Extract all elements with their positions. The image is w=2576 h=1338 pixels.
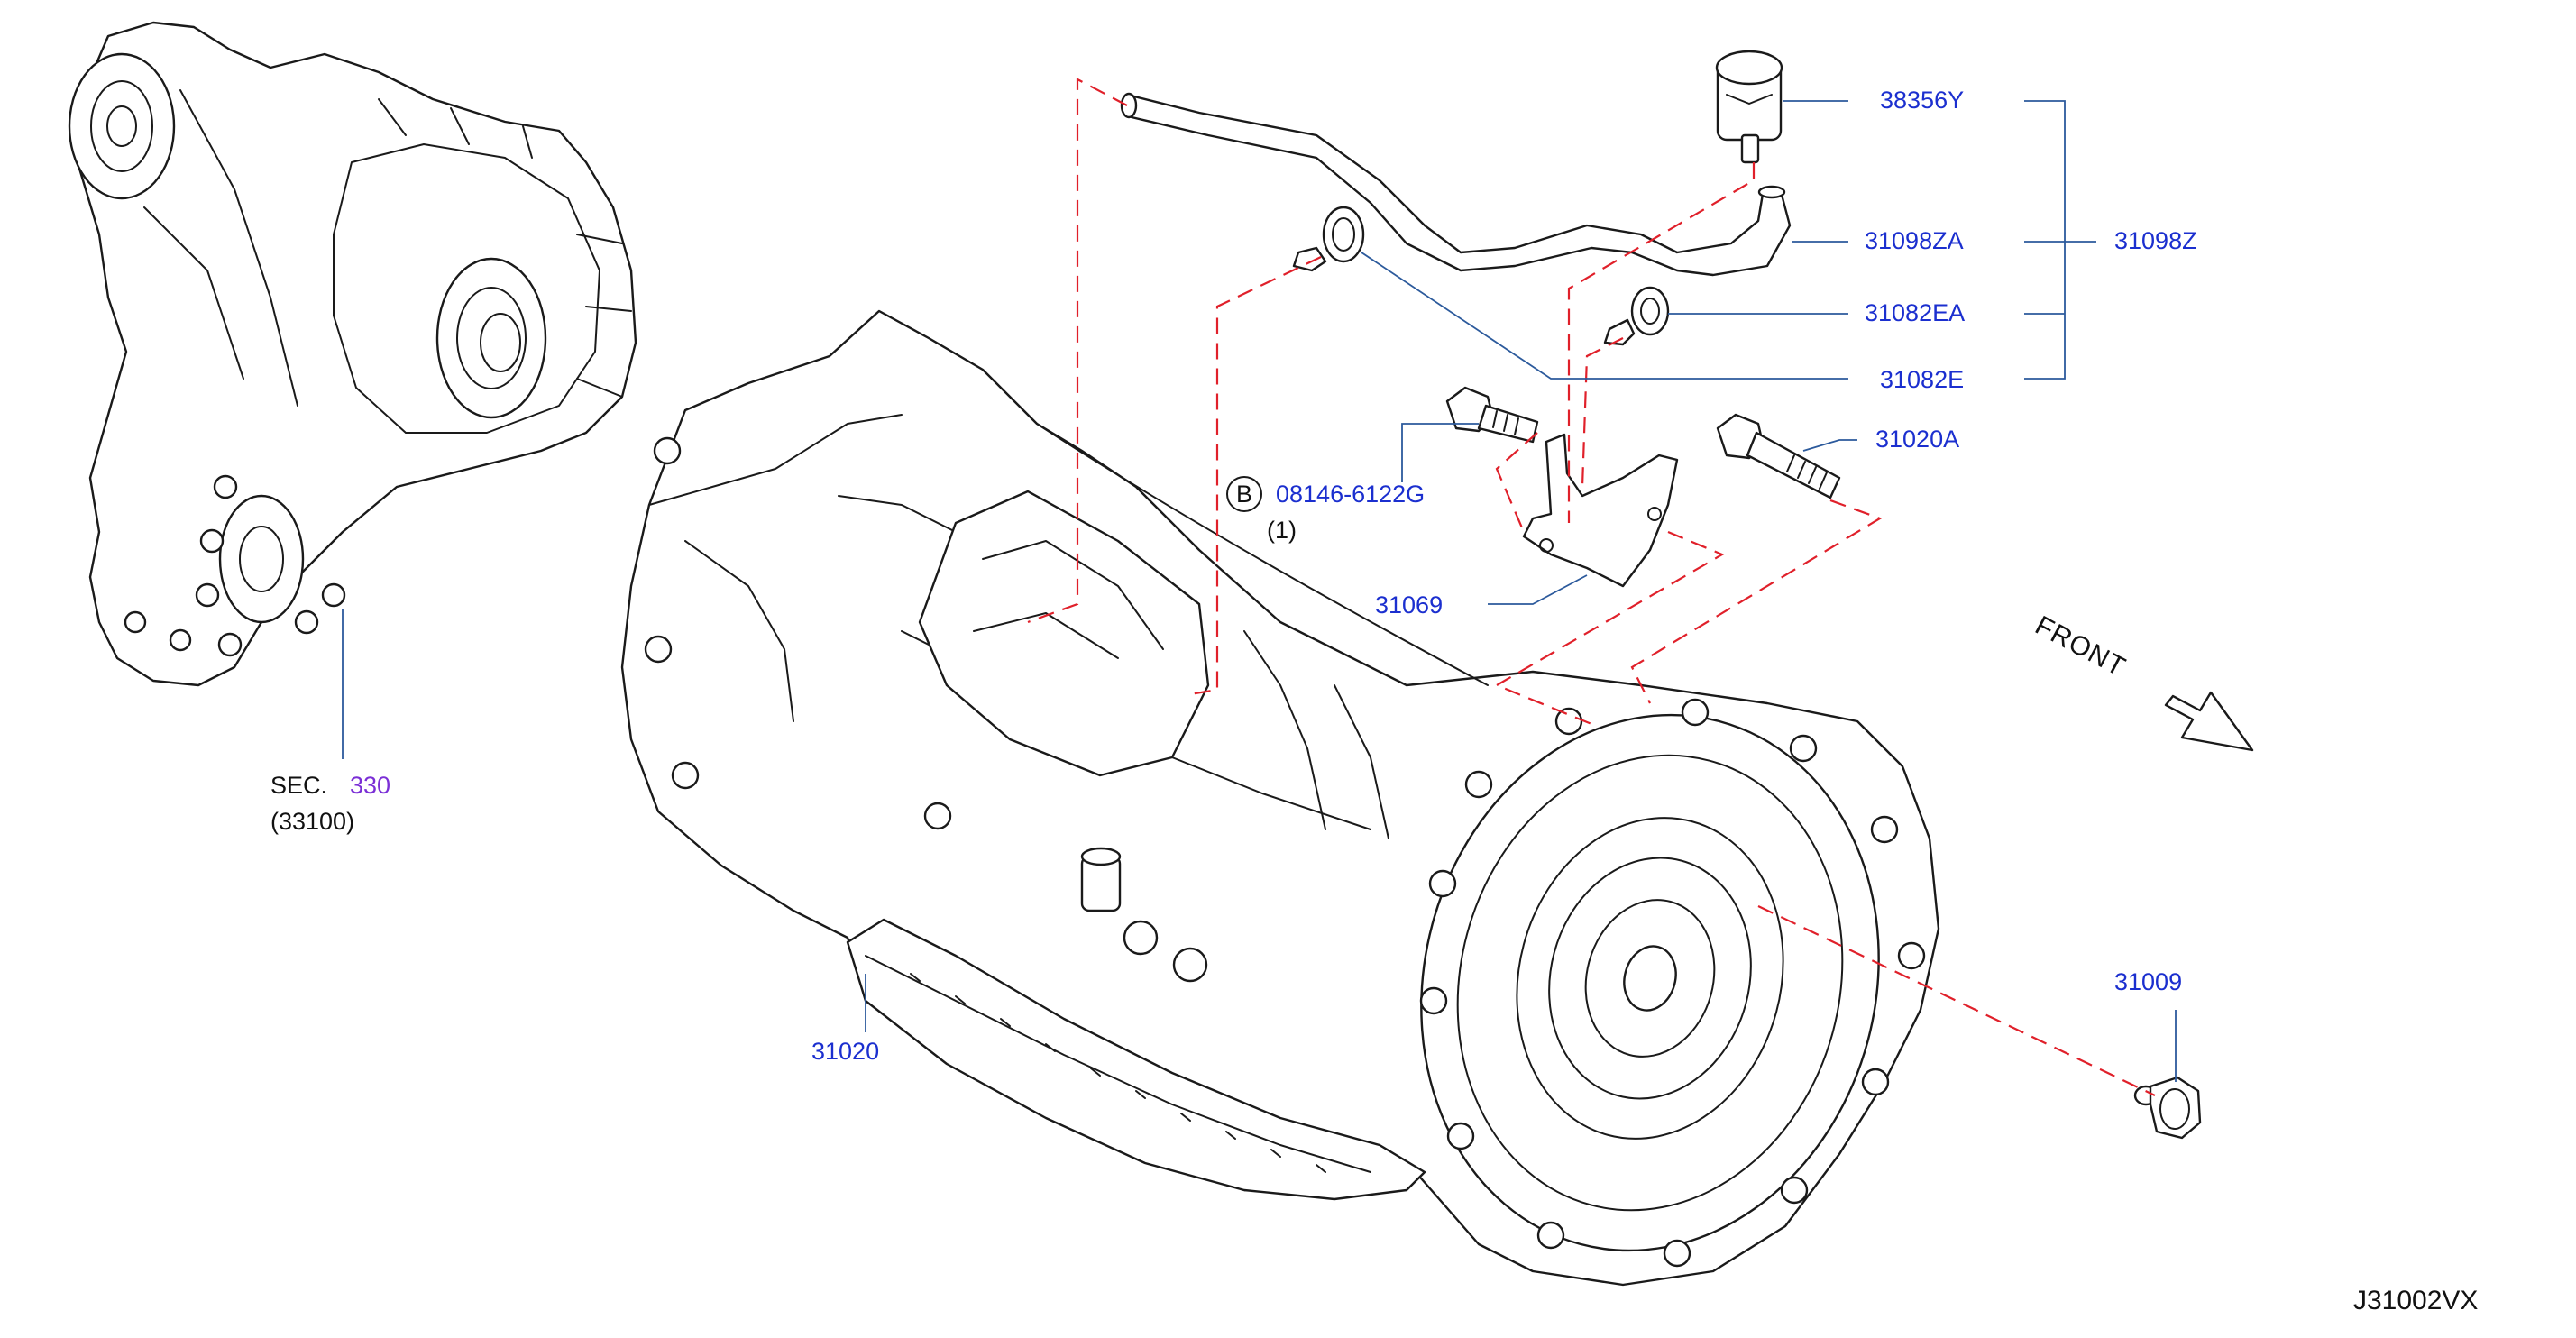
bolt-quantity: (1)	[1267, 517, 1297, 544]
bolt-callout-08146-6122G: B 08146-6122G (1)	[1226, 476, 1425, 544]
label-08146-6122G: 08146-6122G	[1276, 481, 1425, 508]
breather-hose-illustration	[1120, 92, 1792, 277]
hose-clamp-31082E	[1292, 206, 1365, 272]
label-31082E: 31082E	[1880, 366, 1964, 393]
label-38356Y: 38356Y	[1880, 87, 1964, 114]
bolt-31020A	[1716, 413, 1841, 499]
front-direction-indicator: FRONT	[2031, 610, 2254, 752]
bolt-type-circle-icon	[1226, 476, 1262, 512]
bracket-31069	[1522, 433, 1679, 588]
transfer-case-illustration	[68, 21, 637, 687]
vent-valve-38356Y	[1715, 50, 1783, 164]
diagram-code: J31002VX	[2353, 1286, 2478, 1315]
label-31069: 31069	[1375, 591, 1443, 619]
section-ref-number: 330	[350, 772, 390, 799]
bolt-type-letter: B	[1236, 481, 1252, 508]
phantom-assembly-lines	[1027, 78, 2156, 1096]
label-31009: 31009	[2114, 968, 2182, 995]
bolt-08146-6122G	[1445, 386, 1539, 444]
section-ref-prefix: SEC.	[270, 772, 327, 799]
leader-lines	[1361, 100, 2177, 1082]
label-31098Z: 31098Z	[2114, 227, 2197, 254]
bolt-31009	[2133, 1076, 2202, 1140]
label-31020: 31020	[811, 1038, 879, 1065]
hose-clamp-31082EA	[1603, 286, 1670, 346]
section-ref-sub: (33100)	[270, 808, 354, 835]
front-direction-label: FRONT	[2031, 610, 2131, 683]
automatic-transmission-illustration	[620, 309, 1940, 1287]
label-31082EA: 31082EA	[1865, 299, 1965, 326]
section-reference: SEC. 330 (33100)	[270, 772, 390, 835]
front-arrow-icon	[2164, 691, 2254, 752]
label-31020A: 31020A	[1875, 426, 1959, 453]
label-31098ZA: 31098ZA	[1865, 227, 1964, 254]
